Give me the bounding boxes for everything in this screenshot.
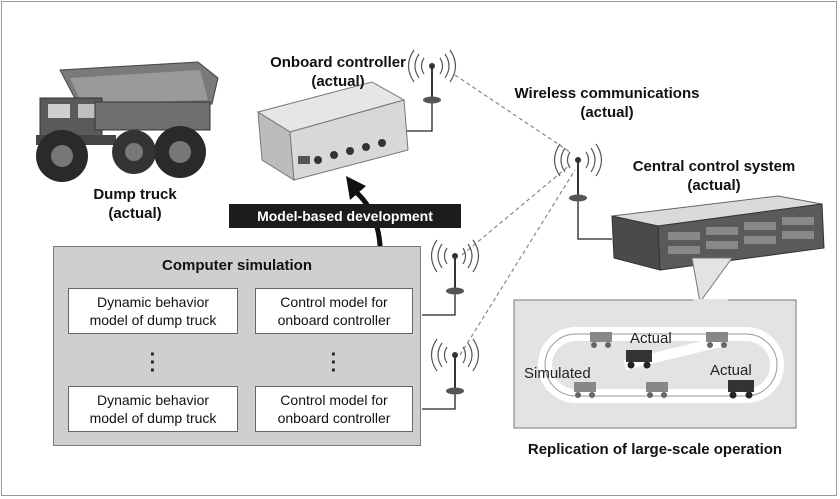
dynamic-model-box: Dynamic behavior model of dump truck	[68, 288, 238, 334]
antenna-icon	[407, 49, 457, 104]
label-line: Wireless communications	[514, 85, 700, 102]
wireless-label: Wireless communications (actual)	[497, 84, 717, 122]
antenna-icon	[430, 338, 480, 395]
wireless-links	[454, 74, 576, 356]
dynamic-model-box: Dynamic behavior model of dump truck	[68, 386, 238, 432]
ellipsis-icon: ···	[330, 344, 338, 382]
track-label-simulated: Simulated	[524, 365, 591, 382]
simulation-title: Computer simulation	[161, 257, 312, 274]
simulated-truck-icon	[728, 380, 754, 399]
computer-simulation-panel: Computer simulation Dynamic behavior mod…	[53, 246, 421, 446]
label-line: (actual)	[311, 73, 365, 90]
server-icon	[611, 195, 825, 271]
label-line: (actual)	[580, 104, 634, 121]
box-line: model of dump truck	[89, 312, 217, 328]
actual-truck-icon	[706, 332, 728, 348]
wired-links	[404, 100, 612, 410]
box-line: onboard controller	[277, 410, 391, 426]
track-label-actual: Actual	[710, 362, 752, 379]
control-model-box: Control model for onboard controller	[255, 288, 413, 334]
antenna-icon	[553, 143, 603, 202]
replication-label: Replication of large-scale operation	[527, 441, 783, 458]
track-label-actual: Actual	[630, 330, 672, 347]
truck-markers	[574, 332, 754, 399]
central-control-label: Central control system (actual)	[614, 157, 814, 195]
actual-truck-icon	[574, 382, 596, 398]
box-line: Dynamic behavior	[96, 392, 210, 408]
model-based-development-label: Model-based development	[229, 204, 461, 228]
actual-truck-icon	[590, 332, 612, 348]
actual-truck-icon	[646, 382, 668, 398]
replication-callout	[513, 257, 797, 429]
control-model-box: Control model for onboard controller	[255, 386, 413, 432]
dump-truck-icon	[36, 61, 219, 182]
box-line: Control model for	[280, 392, 388, 408]
antenna-icon	[430, 239, 480, 295]
label-line: (actual)	[108, 205, 162, 222]
onboard-controller-label: Onboard controller (actual)	[248, 53, 428, 91]
simulated-truck-icon	[626, 350, 652, 369]
dump-truck-label: Dump truck (actual)	[80, 185, 190, 223]
label-line: Central control system	[632, 158, 796, 175]
onboard-controller-icon	[256, 81, 409, 181]
box-line: Dynamic behavior	[96, 294, 210, 310]
box-line: onboard controller	[277, 312, 391, 328]
box-line: Control model for	[280, 294, 388, 310]
label-line: Onboard controller	[270, 54, 406, 71]
label-line: (actual)	[687, 177, 741, 194]
ellipsis-icon: ···	[149, 344, 157, 382]
label-line: Dump truck	[93, 186, 177, 203]
box-line: model of dump truck	[89, 410, 217, 426]
